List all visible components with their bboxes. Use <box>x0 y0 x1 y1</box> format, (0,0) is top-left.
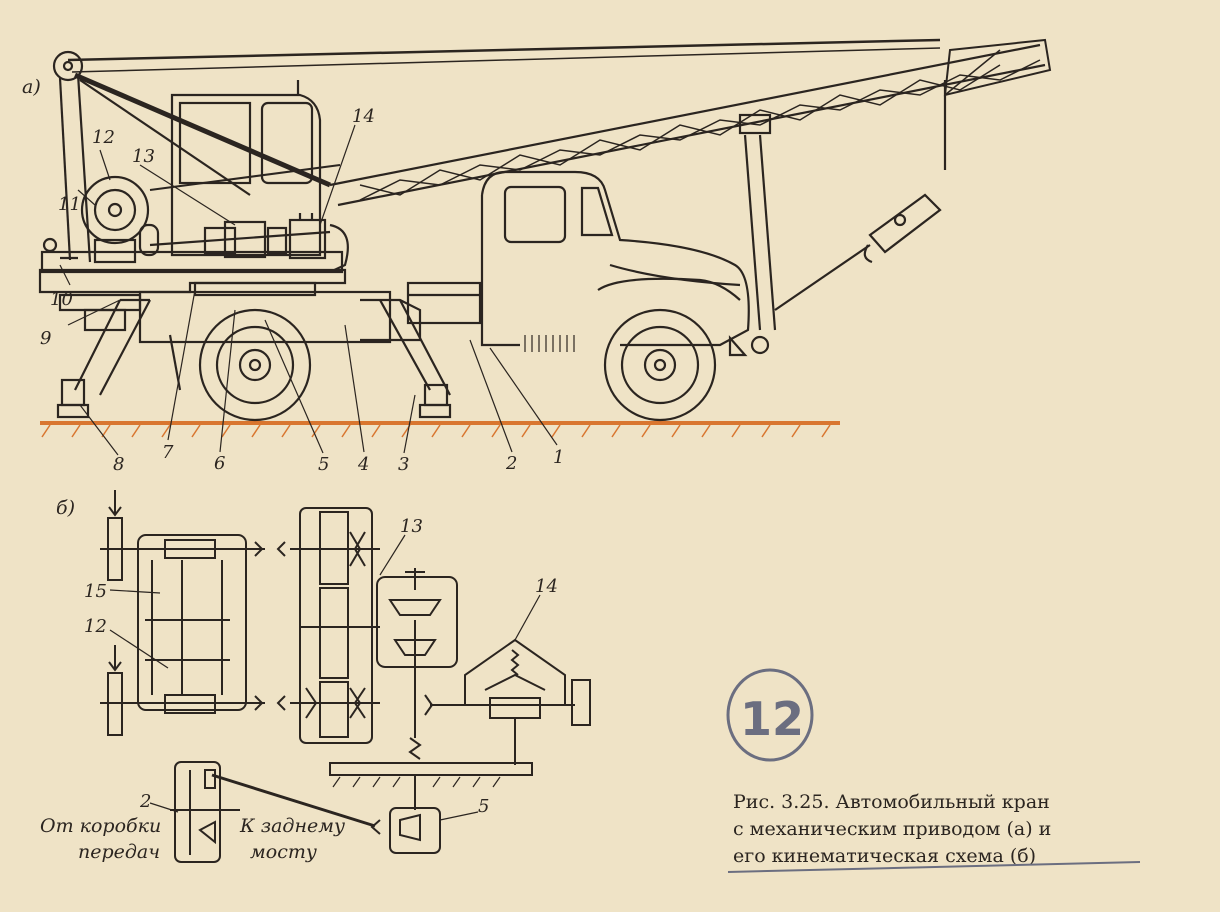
part-label-4: 4 <box>357 454 369 475</box>
part-label-3: 3 <box>398 454 409 475</box>
part-label-b-15: 15 <box>84 581 107 602</box>
hook-block <box>774 80 947 311</box>
part-label-8: 8 <box>113 454 124 475</box>
part-label-7: 7 <box>162 442 174 463</box>
label-a: а) <box>22 76 41 98</box>
leader-lines-b <box>109 534 541 821</box>
transmission <box>149 213 349 273</box>
chassis-frame <box>58 290 422 344</box>
caption-line-1: Рис. 3.25. Автомобильный кран <box>733 791 1050 813</box>
part-label-2: 2 <box>505 453 517 474</box>
part-label-10: 10 <box>50 289 73 310</box>
part-label-b-5: 5 <box>478 796 489 817</box>
part-label-5: 5 <box>318 454 329 475</box>
part-label-12: 12 <box>92 127 115 148</box>
ground-hatch <box>41 424 831 438</box>
caption-line-2: с механическим приводом (а) и <box>733 818 1051 840</box>
rear-wheel <box>198 308 312 422</box>
part-label-6: 6 <box>214 453 225 474</box>
boom-pendant-rope <box>67 38 941 62</box>
outriggers <box>56 298 452 419</box>
part-label-11: 11 <box>58 194 81 215</box>
to-rear-axle-line2: мосту <box>250 841 317 863</box>
kinematic-scheme <box>100 490 591 863</box>
handwritten-circle <box>726 668 814 762</box>
part-label-13: 13 <box>132 146 155 167</box>
turntable <box>38 237 347 297</box>
handwritten-number: 12 <box>740 692 804 746</box>
truck-cab <box>406 170 750 352</box>
crane-drawing <box>38 38 1052 438</box>
to-rear-axle-line1: К заднему <box>239 815 345 837</box>
label-b: б) <box>56 497 75 519</box>
winch-drum <box>80 175 160 264</box>
caption-line-3: его кинематическая схема (б) <box>733 845 1036 867</box>
part-label-b-12: 12 <box>84 616 107 637</box>
mast <box>52 50 251 263</box>
boom <box>329 38 1052 207</box>
from-gearbox-line1: От коробки <box>40 815 161 837</box>
part-label-14: 14 <box>352 106 375 127</box>
leader-lines-a <box>59 124 558 456</box>
pencil-underline <box>727 861 1141 873</box>
part-label-b-13: 13 <box>400 516 423 537</box>
part-label-b-2: 2 <box>139 791 151 812</box>
boom-rest <box>728 113 777 357</box>
from-gearbox-line2: передач <box>78 841 160 863</box>
part-label-1: 1 <box>553 447 564 468</box>
operator-cabin <box>170 80 322 257</box>
part-label-9: 9 <box>40 328 51 349</box>
part-label-b-14: 14 <box>535 576 558 597</box>
front-wheel <box>603 308 717 422</box>
